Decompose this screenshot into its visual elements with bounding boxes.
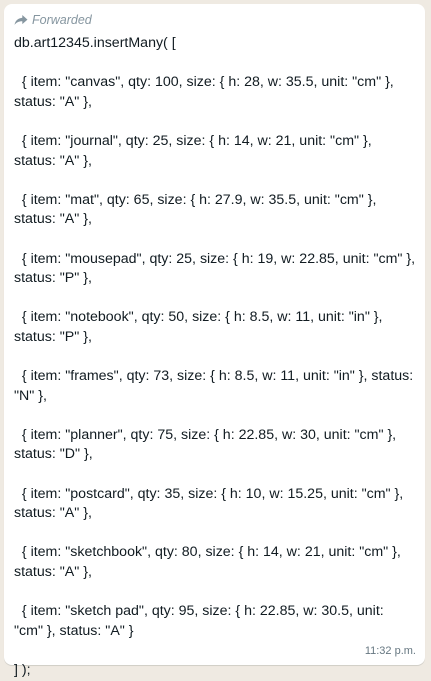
forwarded-text: Forwarded <box>32 13 92 27</box>
document-line-sketchbook: { item: "sketchbook", qty: 80, size: { h… <box>14 544 405 581</box>
document-line-journal: { item: "journal", qty: 25, size: { h: 1… <box>14 132 376 169</box>
document-line-mat: { item: "mat", qty: 65, size: { h: 27.9,… <box>14 191 381 228</box>
forward-arrow-icon <box>14 15 28 25</box>
message-text: db.art12345.insertMany( [ { item: "canva… <box>14 34 416 681</box>
document-line-planner: { item: "planner", qty: 75, size: { h: 2… <box>14 426 401 463</box>
code-footer-line: ] ); <box>14 662 31 678</box>
code-header-line: db.art12345.insertMany( [ <box>14 35 176 51</box>
message-bubble[interactable]: Forwarded db.art12345.insertMany( [ { it… <box>4 4 425 678</box>
document-line-canvas: { item: "canvas", qty: 100, size: { h: 2… <box>14 74 398 110</box>
document-line-notebook: { item: "notebook", qty: 50, size: { h: … <box>14 309 387 345</box>
forwarded-label: Forwarded <box>14 12 92 28</box>
document-line-frames: { item: "frames", qty: 73, size: { h: 8.… <box>14 368 418 404</box>
document-line-mousepad: { item: "mousepad", qty: 25, size: { h: … <box>14 250 420 287</box>
document-line-sketch-pad: { item: "sketch pad", qty: 95, size: { h… <box>14 603 388 639</box>
document-line-postcard: { item: "postcard", qty: 35, size: { h: … <box>14 485 408 522</box>
message-timestamp: 11:32 p.m. <box>364 645 416 657</box>
